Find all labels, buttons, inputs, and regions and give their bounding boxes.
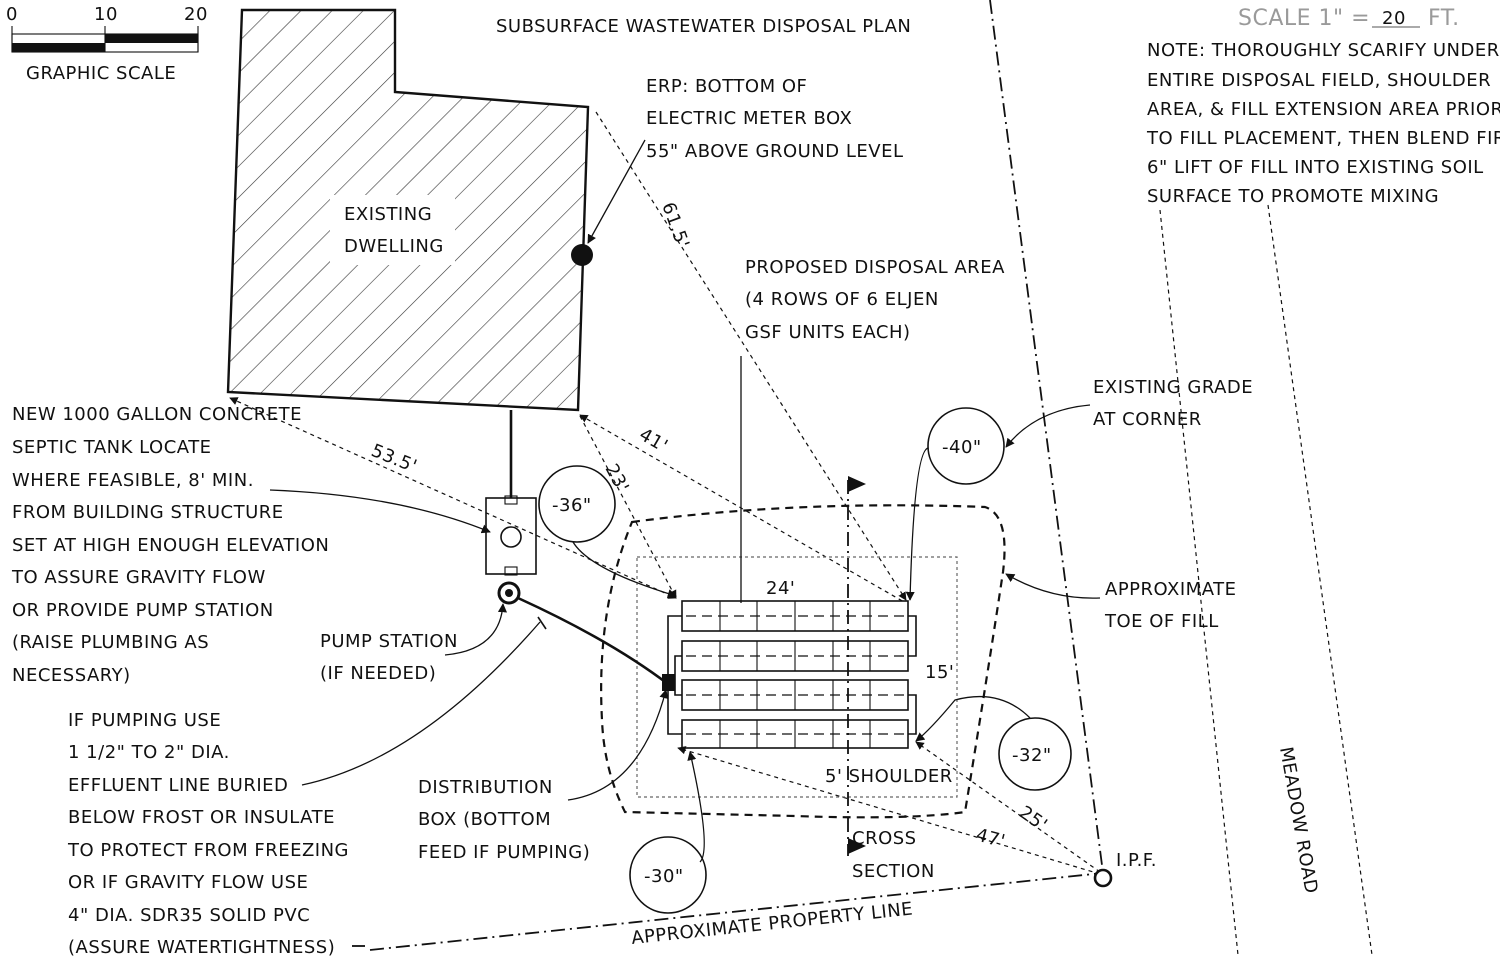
scale-value: 20 [1382, 8, 1406, 29]
erp-line: ERP: BOTTOM OF [646, 76, 807, 97]
septic-tank [485, 497, 537, 575]
disposal-row [681, 640, 909, 672]
graphic-scale-label: GRAPHIC SCALE [26, 63, 176, 84]
pumping-note-line: TO PROTECT FROM FREEZING [67, 840, 349, 861]
septic-tank-line: SET AT HIGH ENOUGH ELEVATION [12, 535, 329, 556]
cross-section-label: SECTION [852, 861, 935, 882]
existing-grade-label: EXISTING GRADE AT CORNER [1005, 377, 1253, 448]
pumping-note-line: EFFLUENT LINE BURIED [68, 775, 288, 796]
disposal-area-line: (4 ROWS OF 6 ELJEN [745, 289, 939, 310]
disposal-row [681, 679, 909, 711]
elevation-32: -32" [1012, 745, 1052, 766]
existing-dwelling: EXISTING DWELLING [226, 8, 590, 412]
disposal-area-line: PROPOSED DISPOSAL AREA [745, 257, 1005, 278]
distribution-box-line: DISTRIBUTION [418, 777, 553, 798]
plan-title: SUBSURFACE WASTEWATER DISPOSAL PLAN [496, 16, 911, 37]
pumping-note-label: IF PUMPING USE 1 1/2" TO 2" DIA. EFFLUEN… [67, 621, 541, 958]
scale-tick-10: 10 [94, 4, 118, 25]
distribution-box-label: DISTRIBUTION BOX (BOTTOM FEED IF PUMPING… [418, 689, 669, 863]
ipf-marker-icon [1093, 868, 1113, 888]
elevation-40: -40" [942, 437, 982, 458]
elevation-30: -30" [644, 866, 684, 887]
dim-61-5: 61.5' [657, 200, 693, 252]
property-line-label: APPROXIMATE PROPERTY LINE [630, 898, 914, 948]
septic-tank-line: NEW 1000 GALLON CONCRETE [12, 404, 302, 425]
dim-15: 15' [925, 662, 954, 683]
septic-tank-line: (RAISE PLUMBING AS [12, 632, 209, 653]
toe-of-fill-line: TOE OF FILL [1104, 611, 1219, 632]
scale-prefix: SCALE 1" = [1238, 6, 1370, 31]
disposal-field: 24' 15' [667, 578, 954, 749]
distribution-box-line: BOX (BOTTOM [418, 809, 551, 830]
ipf-label: I.P.F. [1116, 850, 1157, 871]
pumping-note-line: 1 1/2" TO 2" DIA. [68, 742, 230, 763]
distribution-box-icon [662, 674, 675, 691]
pumping-note-line: IF PUMPING USE [68, 710, 221, 731]
note-line: NOTE: THOROUGHLY SCARIFY UNDER [1147, 40, 1500, 61]
note-line: AREA, & FILL EXTENSION AREA PRIOR [1147, 99, 1500, 120]
scale-unit: FT. [1428, 6, 1460, 31]
distribution-box-line: FEED IF PUMPING) [418, 842, 590, 863]
toe-of-fill-line: APPROXIMATE [1105, 579, 1237, 600]
septic-system-piping [485, 410, 675, 691]
graphic-scale: 0 10 20 GRAPHIC SCALE [6, 4, 208, 84]
erp-label: ERP: BOTTOM OF ELECTRIC METER BOX 55" AB… [646, 76, 903, 162]
note-line: ENTIRE DISPOSAL FIELD, SHOULDER [1147, 70, 1491, 91]
disposal-area-label: PROPOSED DISPOSAL AREA (4 ROWS OF 6 ELJE… [740, 257, 1005, 603]
site-boundaries [369, 0, 1373, 956]
scale-tick-0: 0 [6, 4, 18, 25]
septic-tank-line: SEPTIC TANK LOCATE [12, 437, 212, 458]
pump-station-line: (IF NEEDED) [320, 663, 436, 684]
shoulder-boundary [636, 556, 958, 798]
shoulder-label: 5' SHOULDER [825, 766, 953, 787]
pumping-note-line: OR IF GRAVITY FLOW USE [68, 872, 308, 893]
toe-of-fill-label: APPROXIMATE TOE OF FILL [1005, 573, 1237, 632]
elevation-36: -36" [552, 495, 592, 516]
note-line: SURFACE TO PROMOTE MIXING [1147, 186, 1439, 207]
dwelling-label: EXISTING [344, 204, 432, 225]
cross-section-line: CROSS SECTION [847, 476, 935, 882]
erp-line: ELECTRIC METER BOX [646, 108, 852, 129]
pumping-note-line: BELOW FROST OR INSULATE [68, 807, 335, 828]
scarify-note: NOTE: THOROUGHLY SCARIFY UNDER ENTIRE DI… [1146, 40, 1500, 207]
septic-tank-line: TO ASSURE GRAVITY FLOW [11, 567, 266, 588]
note-line: TO FILL PLACEMENT, THEN BLEND FIRST [1146, 128, 1500, 149]
disposal-area-line: GSF UNITS EACH) [745, 322, 911, 343]
dim-25: 25' [1015, 802, 1051, 836]
septic-tank-line: OR PROVIDE PUMP STATION [12, 600, 274, 621]
scale-note: SCALE 1" = 20 FT. [1238, 6, 1460, 31]
pump-station-label: PUMP STATION (IF NEEDED) [320, 603, 508, 684]
dim-24: 24' [766, 578, 795, 599]
pumping-note-line: 4" DIA. SDR35 SOLID PVC [68, 905, 310, 926]
septic-tank-line: WHERE FEASIBLE, 8' MIN. [12, 470, 254, 491]
property-line-east [989, 0, 1104, 874]
road-edge-east [1267, 204, 1373, 956]
dwelling-label: DWELLING [344, 236, 444, 257]
note-line: 6" LIFT OF FILL INTO EXISTING SOIL [1147, 157, 1484, 178]
existing-grade-line: AT CORNER [1093, 409, 1202, 430]
cross-section-label: CROSS [852, 828, 917, 849]
dim-47: 47' [974, 825, 1008, 853]
septic-tank-line: FROM BUILDING STRUCTURE [12, 502, 284, 523]
existing-grade-line: EXISTING GRADE [1093, 377, 1253, 398]
septic-tank-label: NEW 1000 GALLON CONCRETE SEPTIC TANK LOC… [11, 404, 491, 686]
disposal-row [681, 719, 909, 749]
dim-41: 41' [636, 424, 672, 457]
pumping-note-line: (ASSURE WATERTIGHTNESS) [68, 937, 335, 958]
elevation-callouts: -36" -40" -32" -30" [538, 407, 1072, 914]
septic-tank-access-icon [500, 526, 522, 548]
road-label: MEADOW ROAD [1275, 745, 1322, 895]
pump-station-line: PUMP STATION [320, 631, 458, 652]
septic-tank-line: NECESSARY) [12, 665, 131, 686]
property-line-south [369, 872, 1104, 951]
erp-marker-icon [571, 244, 593, 266]
scale-tick-20: 20 [184, 4, 208, 25]
erp-line: 55" ABOVE GROUND LEVEL [646, 141, 903, 162]
toe-of-fill-boundary [600, 504, 1006, 819]
disposal-row [681, 600, 909, 632]
road-edge-west [1159, 209, 1239, 956]
